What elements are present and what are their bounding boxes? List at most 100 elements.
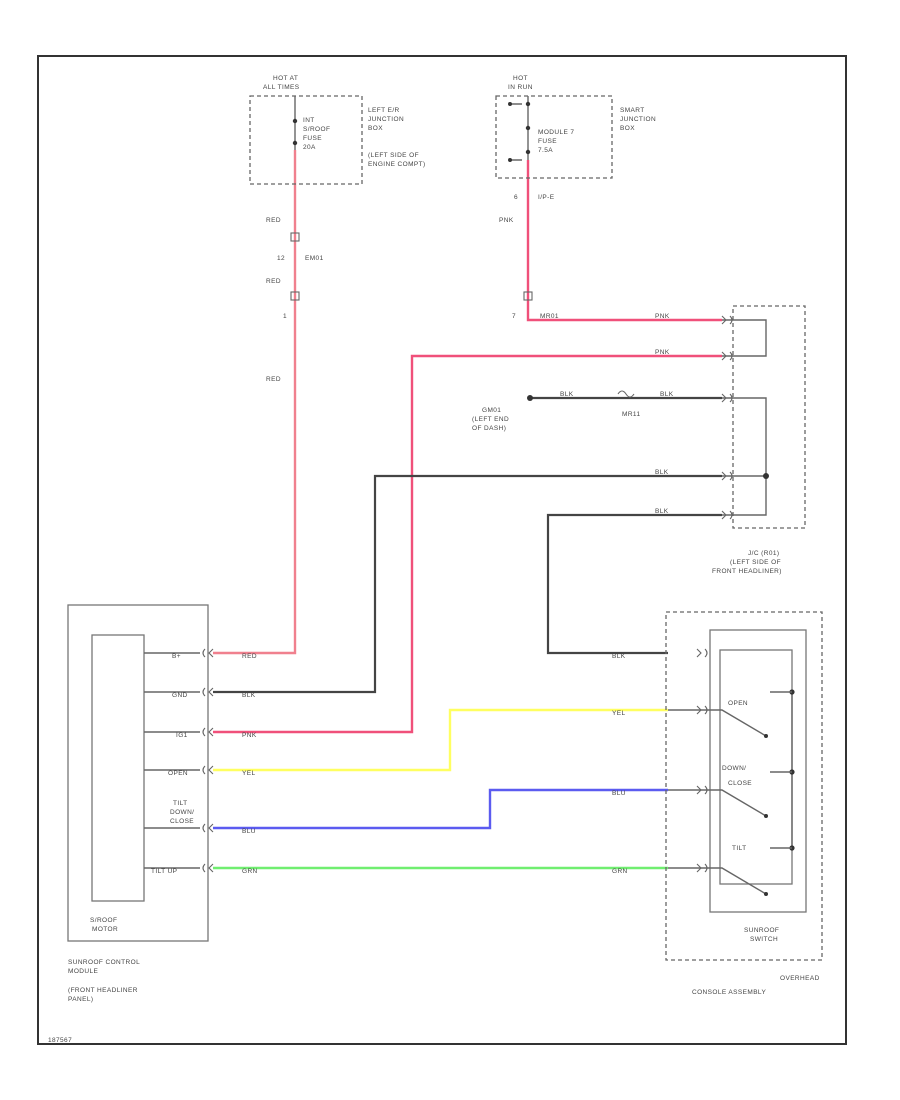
sunroof-control-module: B+ GND IG1 OPEN TILT DOWN/ CLOSE TILT UP… xyxy=(67,604,214,942)
bus-dot-top xyxy=(508,102,512,106)
fuse-terminal-c xyxy=(525,149,531,155)
junction-box-location-2: ENGINE COMPT) xyxy=(368,161,426,168)
wire-label-pink-4: PNK xyxy=(242,732,257,739)
motor-name-1: S/ROOF xyxy=(90,917,117,924)
module-location-1: (FRONT HEADLINER xyxy=(68,987,138,994)
console-name-2: CONSOLE ASSEMBLY xyxy=(692,989,766,996)
wire-label-pink-3: PNK xyxy=(655,349,670,356)
junction-connector-r01: J/C (R01) (LEFT SIDE OF FRONT HEADLINER) xyxy=(712,305,806,575)
in-run-label: IN RUN xyxy=(508,84,533,91)
junction-box-name-1: LEFT E/R xyxy=(368,107,400,114)
connector-ip-e-label: I/P-E xyxy=(538,194,555,201)
overhead-console-assembly: OPEN DOWN/ CLOSE TILT SUNROOF SWITCH xyxy=(665,611,823,961)
module-pin-symbols xyxy=(202,648,214,873)
wire-black-gnd xyxy=(213,474,722,694)
switch-open-label: OPEN xyxy=(728,700,748,707)
module-location-2: PANEL) xyxy=(68,996,93,1003)
module-name-1: SUNROOF CONTROL xyxy=(68,959,140,966)
ground-location-1: (LEFT END xyxy=(472,416,509,423)
wire-pink-feed xyxy=(526,160,722,322)
wire-red-b-plus xyxy=(213,150,297,655)
fuse-name-2: S/ROOF xyxy=(303,126,330,133)
connector-mr01-label: MR01 xyxy=(540,313,559,320)
hot-label: HOT xyxy=(513,75,528,82)
jc-outline xyxy=(732,305,806,529)
wire-label-blue-2: BLU xyxy=(612,790,626,797)
pin-7-label: 7 xyxy=(512,313,516,320)
pin-label-ig1: IG1 xyxy=(176,732,188,739)
fuse-name-3: FUSE xyxy=(303,135,322,142)
wire-label-yellow-1: YEL xyxy=(242,770,256,777)
wire-label-yellow-2: YEL xyxy=(612,710,626,717)
switch-contacts xyxy=(668,691,792,895)
wire-label-blue-1: BLU xyxy=(242,828,256,835)
wire-label-red-3: RED xyxy=(266,376,281,383)
pin-1-label: 1 xyxy=(283,313,287,320)
fuse-terminal-a xyxy=(525,101,531,107)
inline-connectors xyxy=(290,232,635,398)
pin-12-label: 12 xyxy=(277,255,285,262)
motor-name-2: MOTOR xyxy=(92,926,118,933)
wire-label-pink-1: PNK xyxy=(499,217,514,224)
wire-label-red-4: RED xyxy=(242,653,257,660)
jc-pink-bridge xyxy=(722,319,767,357)
pin-label-tilt-3: CLOSE xyxy=(170,818,194,825)
wire-label-pink-2: PNK xyxy=(655,313,670,320)
fuse-terminal-top xyxy=(292,118,298,124)
jc-pin-symbols xyxy=(721,315,733,520)
console-name-1: OVERHEAD xyxy=(780,975,820,982)
pin-label-tilt-2: DOWN/ xyxy=(170,809,194,816)
pin-label-tilt-1: TILT xyxy=(173,800,187,807)
fuse-terminal-bottom xyxy=(292,140,298,146)
wire-label-black-4: BLK xyxy=(655,508,669,515)
connector-mr11 xyxy=(617,390,635,398)
diagram-frame xyxy=(37,55,847,1045)
wire-label-green-1: GRN xyxy=(242,868,258,875)
connector-em01-label: EM01 xyxy=(305,255,324,262)
junction-box-location-1: (LEFT SIDE OF xyxy=(368,152,419,159)
pin-label-tiltup: TILT UP xyxy=(151,868,177,875)
switch-pin-symbols xyxy=(696,648,708,873)
hot-at-label: HOT AT xyxy=(273,75,298,82)
ground-name: GM01 xyxy=(482,407,501,414)
connector-em01-lower xyxy=(290,291,300,301)
smart-box-outline xyxy=(495,95,613,179)
wire-black-switch xyxy=(546,513,722,655)
wire-yellow-open xyxy=(213,708,668,772)
pin-label-bplus: B+ xyxy=(172,653,181,660)
motor-box xyxy=(91,634,145,902)
fuse-rating-2: 7.5A xyxy=(538,147,553,154)
pin-6-label: 6 xyxy=(514,194,518,201)
switch-down-label-2: CLOSE xyxy=(728,780,752,787)
jc-black-bridge xyxy=(722,397,767,516)
ground-point xyxy=(527,395,533,401)
contact-tilt xyxy=(764,892,768,896)
jc-splice-dot xyxy=(763,473,769,479)
module-name-2: MODULE xyxy=(68,968,98,975)
jc-location-1: (LEFT SIDE OF xyxy=(730,559,781,566)
wire-label-green-2: GRN xyxy=(612,868,628,875)
smart-box-name-2: JUNCTION xyxy=(620,116,656,123)
wire-label-black-3: BLK xyxy=(655,469,669,476)
pin-label-open: OPEN xyxy=(168,770,188,777)
wire-label-red-2: RED xyxy=(266,278,281,285)
connector-ip-e xyxy=(523,291,533,301)
switch-tilt-label: TILT xyxy=(732,845,746,852)
switch-box xyxy=(709,629,807,913)
jc-location-2: FRONT HEADLINER) xyxy=(712,568,782,575)
left-er-junction-box: HOT AT ALL TIMES INT S/ROOF FUSE 20A LEF… xyxy=(249,75,426,185)
wire-pink-ig1 xyxy=(213,354,722,734)
junction-box-outline xyxy=(249,95,363,185)
bus-stubs xyxy=(510,103,522,161)
wire-label-black-5: BLK xyxy=(242,692,256,699)
wire-blue-tilt-down xyxy=(213,788,668,830)
console-outline xyxy=(665,611,823,961)
ground-location-2: OF DASH) xyxy=(472,425,506,432)
fuse-name-module7: MODULE 7 xyxy=(538,129,574,136)
wire-label-black-6: BLK xyxy=(612,653,626,660)
junction-box-name-3: BOX xyxy=(368,125,383,132)
fuse-rating: 20A xyxy=(303,144,316,151)
fuse-name-1: INT xyxy=(303,117,315,124)
figure-id: 187567 xyxy=(48,1037,72,1044)
wire-label-black-2: BLK xyxy=(660,391,674,398)
